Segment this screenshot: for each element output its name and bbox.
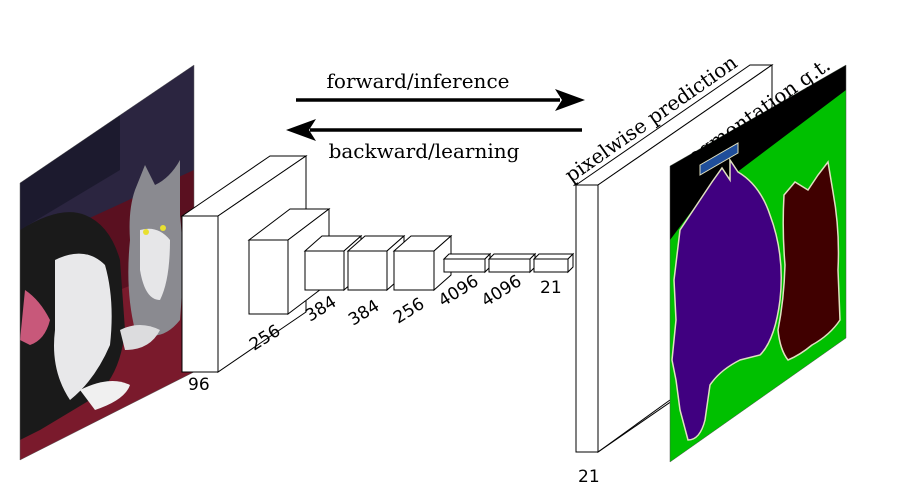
backward-arrow — [286, 119, 582, 141]
prediction-channels-label: 21 — [578, 467, 600, 487]
layer-block-8 — [532, 252, 575, 274]
layer-label-5: 256 — [390, 294, 428, 328]
backward-label: backward/learning — [329, 139, 520, 163]
layer-block-7 — [487, 252, 537, 274]
layer-block-5 — [392, 234, 453, 292]
layer-label-7: 4096 — [478, 271, 525, 311]
layer-label-8: 21 — [540, 278, 562, 298]
segmentation-gt-image — [670, 65, 846, 462]
input-image — [20, 65, 194, 460]
forward-arrow — [296, 89, 585, 111]
forward-label: forward/inference — [327, 69, 510, 93]
layer-block-6 — [442, 252, 492, 274]
segmentation-gt-frame — [669, 64, 847, 463]
layer-label-1: 96 — [188, 375, 210, 395]
layer-label-4: 384 — [345, 296, 383, 330]
gt-connector-bottom — [597, 399, 671, 453]
